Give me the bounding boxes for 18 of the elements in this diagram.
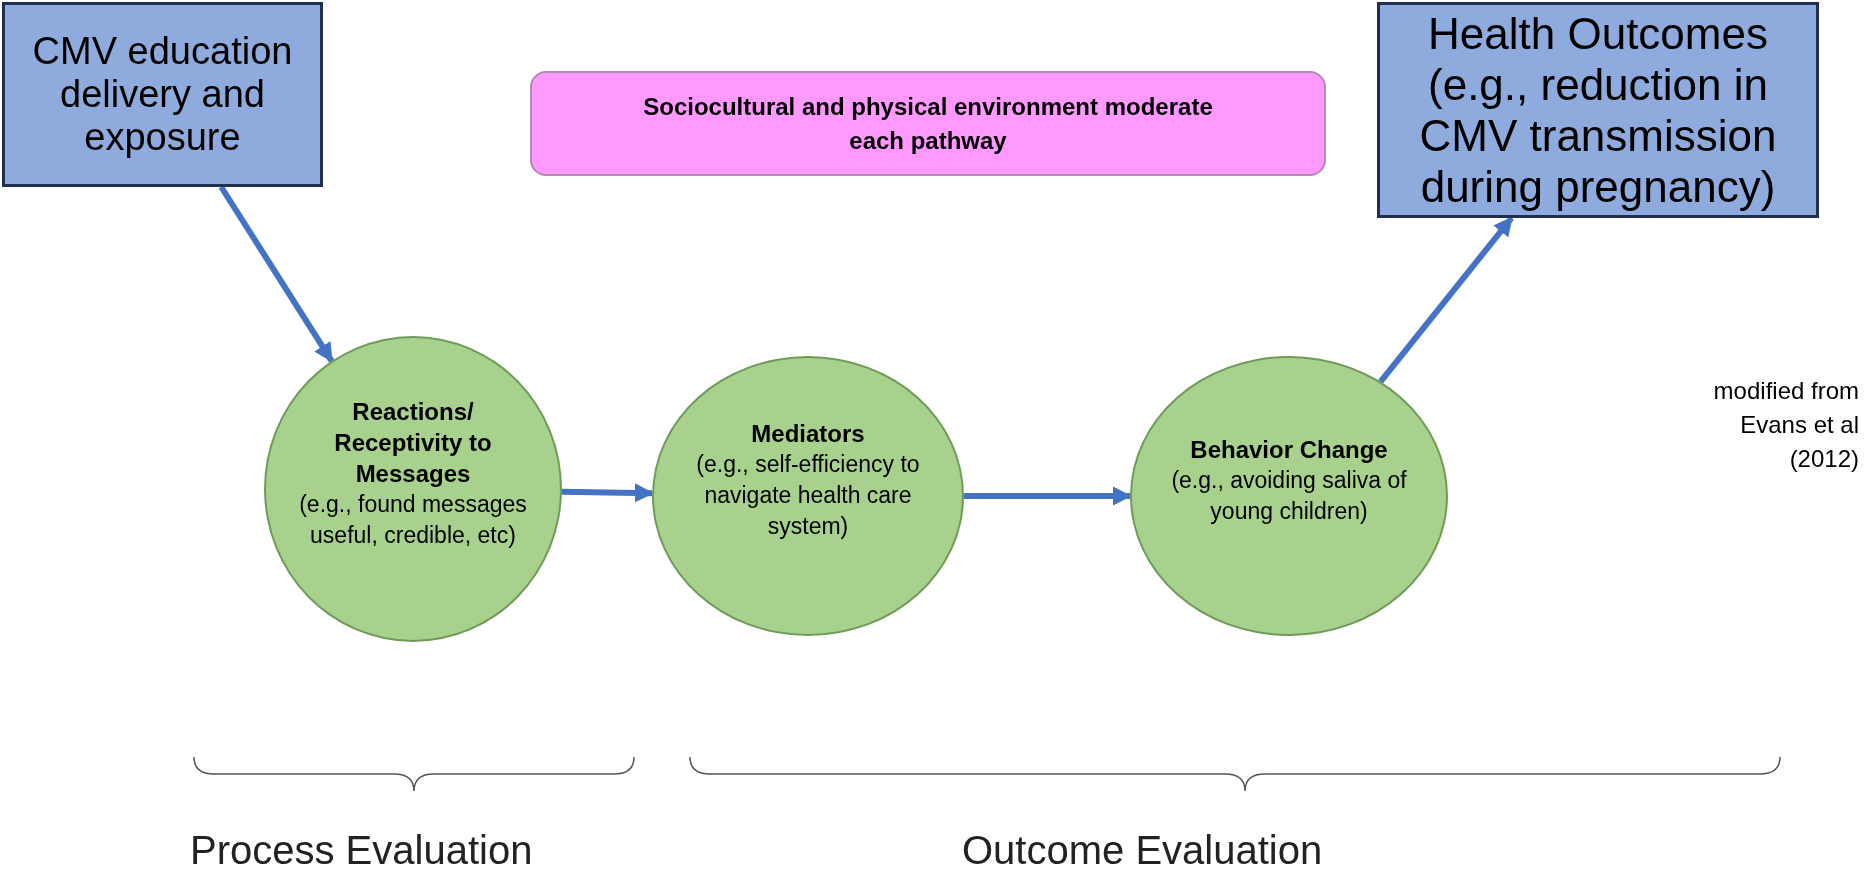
stage-description: (e.g., avoiding saliva of young children) <box>1170 465 1408 526</box>
stage-heading: Behavior Change <box>1190 434 1388 465</box>
section-label: Outcome Evaluation <box>962 827 1323 874</box>
box-text: CMV education delivery and exposure <box>31 30 294 159</box>
arrow <box>964 486 1132 506</box>
arrow <box>218 185 335 363</box>
outcome-box <box>2 2 323 187</box>
source-note: modified from Evans et al (2012) <box>1712 376 1859 474</box>
outcome-box <box>1377 2 1819 218</box>
section-label: Process Evaluation <box>190 827 533 874</box>
stage-description: (e.g., found messages useful, credible, etc) <box>298 489 528 550</box>
moderator-box <box>530 71 1326 176</box>
stage-heading: Mediators <box>751 419 865 449</box>
stage-description: (e.g., self-efficiency to navigate health care system) <box>695 450 921 541</box>
moderator-text: Sociocultural and physical environment moderate each pathway <box>642 91 1214 156</box>
box-text: Health Outcomes (e.g., reduction in CMV transmission during pregnancy) <box>1418 8 1778 212</box>
arrow <box>561 483 654 503</box>
stage-heading: Reactions/ Receptivity to Messages <box>333 396 493 489</box>
